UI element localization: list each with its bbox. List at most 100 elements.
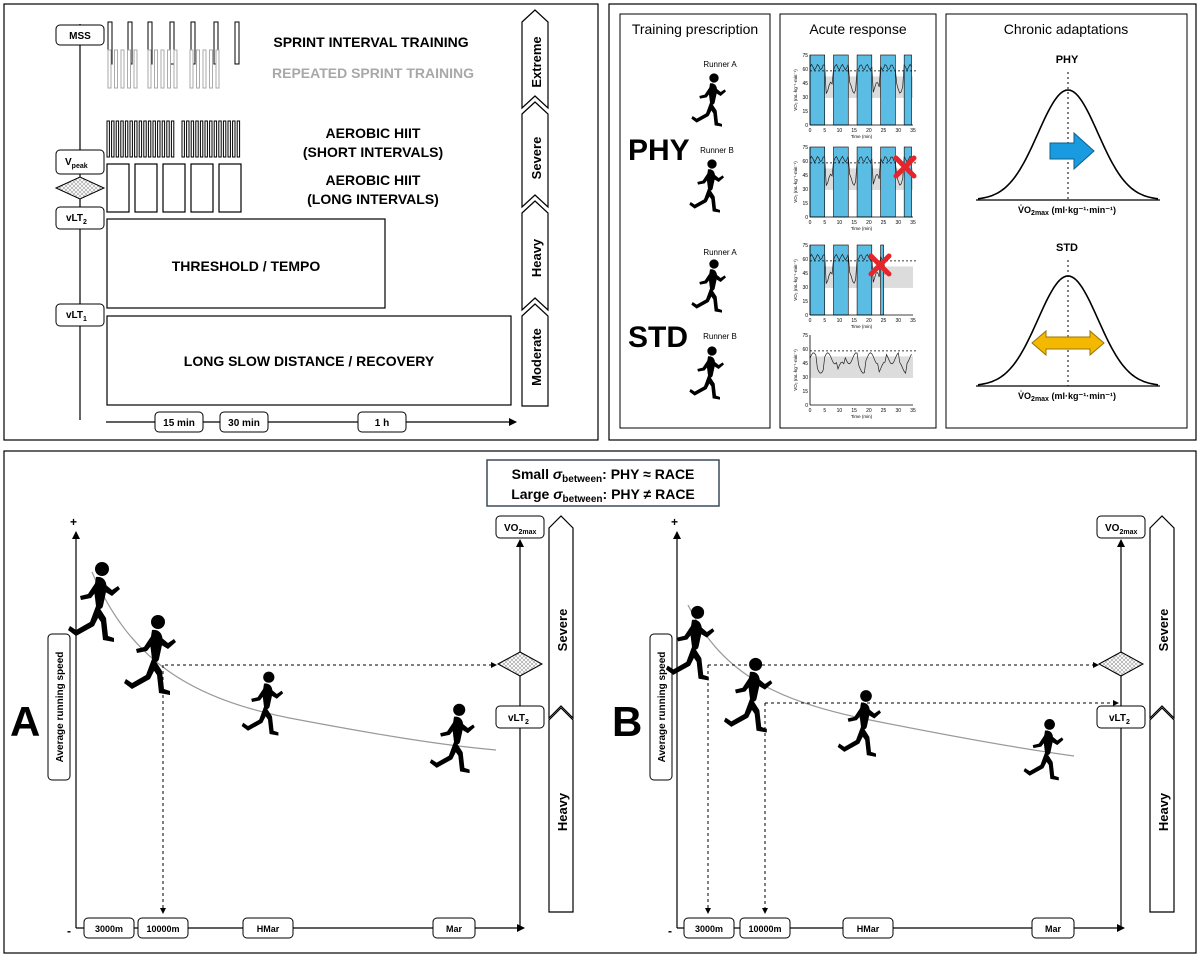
mini-x-tick: 20 <box>866 318 872 324</box>
spread-arrow-icon <box>1031 329 1105 357</box>
short-interval-bar <box>227 120 231 158</box>
svg-text:Severe: Severe <box>529 137 544 180</box>
short-interval-bar <box>186 120 190 158</box>
mini-y-tick: 30 <box>802 285 808 291</box>
svg-text:HMar: HMar <box>857 924 880 934</box>
std-distribution-title: STD <box>1056 242 1078 254</box>
prescription-panel-border <box>608 3 1197 441</box>
mini-y-tick: 75 <box>802 333 808 339</box>
long-interval-box <box>190 163 214 213</box>
mini-x-tick: 0 <box>809 220 812 226</box>
long-interval-box <box>162 163 186 213</box>
phy-group-label: PHY <box>628 134 690 167</box>
svg-text:VO2max: VO2max <box>504 523 536 536</box>
short-interval-bar <box>213 120 218 158</box>
hiit-short-label-2: (SHORT INTERVALS) <box>303 144 443 160</box>
runner-icon <box>124 615 176 695</box>
short-interval-bar <box>143 120 147 158</box>
runner-icon <box>691 259 726 313</box>
mini-y-tick: 45 <box>802 173 808 179</box>
svg-text:VO2max: VO2max <box>1105 523 1137 536</box>
mss-label: MSS <box>69 31 91 42</box>
prescription-title: Training prescription <box>632 21 758 37</box>
intensity-panel: MSS Vpeak vLT2 vLT1 SPRINT INTERVAL TRAI… <box>3 3 599 441</box>
vpeak-marker: Vpeak <box>55 149 105 175</box>
mini-y-tick: 60 <box>802 67 808 73</box>
race-panel: Small σbetween: PHY ≈ RACE Large σbetwee… <box>3 450 1197 954</box>
svg-text:10000m: 10000m <box>748 924 781 934</box>
short-interval-bar <box>106 120 110 158</box>
svg-text:vLT2: vLT2 <box>508 713 529 726</box>
mini-y-tick: 45 <box>802 361 808 367</box>
acute-title: Acute response <box>809 21 906 37</box>
svg-text:Moderate: Moderate <box>529 328 544 386</box>
long-interval-box <box>218 163 242 213</box>
mini-x-label: Time (min) <box>851 134 873 139</box>
svg-text:Heavy: Heavy <box>1156 792 1171 831</box>
mini-y-label: VO₂ (mL·kg⁻¹·min⁻¹) <box>793 349 798 391</box>
svg-text:10000m: 10000m <box>146 924 179 934</box>
mini-x-tick: 25 <box>881 408 887 414</box>
mini-y-tick: 0 <box>805 123 808 129</box>
diamond-marker-b <box>1097 651 1145 677</box>
mini-x-tick: 5 <box>823 408 826 414</box>
repeated-sprint-bar <box>202 49 207 89</box>
short-interval-bars <box>106 120 241 158</box>
mini-x-tick: 25 <box>881 318 887 324</box>
mini-y-tick: 0 <box>805 313 808 319</box>
distance-tick-3000m-a: 3000m <box>83 917 135 939</box>
chronic-column <box>945 13 1188 429</box>
repeated-sprint-bar <box>114 49 118 89</box>
mini-y-tick: 60 <box>802 257 808 263</box>
mini-x-tick: 30 <box>896 318 902 324</box>
phy-distribution: PHY V̇O2max (ml·kg⁻¹·min⁻¹) <box>976 54 1160 217</box>
mini-x-tick: 25 <box>881 128 887 134</box>
runner-icon <box>241 671 284 736</box>
mini-x-tick: 35 <box>910 128 916 134</box>
phy-runner-b-label: Runner B <box>700 146 734 155</box>
short-interval-bar <box>236 120 241 158</box>
sit-label: SPRINT INTERVAL TRAINING <box>273 34 468 50</box>
mini-y-tick: 15 <box>802 109 808 115</box>
panel-b-label: B <box>612 698 642 745</box>
phy-distribution-axis-label: V̇O2max (ml·kg⁻¹·min⁻¹) <box>1018 205 1116 217</box>
repeated-sprint-bar <box>167 49 171 89</box>
interval-bar <box>880 244 884 316</box>
mini-x-tick: 15 <box>851 408 857 414</box>
diamond-marker-a <box>496 651 544 677</box>
short-interval-bar <box>181 120 185 158</box>
mini-x-tick: 20 <box>866 408 872 414</box>
domain-severe-a: Severe <box>548 515 574 720</box>
recovery-area <box>810 356 913 378</box>
distance-tick-hmar-b: HMar <box>842 917 894 939</box>
long-interval-boxes <box>106 163 242 213</box>
vlt2-label: vLT2 <box>66 213 87 226</box>
runner-icon <box>429 703 475 774</box>
mini-x-tick: 0 <box>809 128 812 134</box>
speed-curve-a <box>91 571 497 751</box>
axis-minus-label: - <box>67 924 71 938</box>
short-interval-bar <box>147 120 152 158</box>
mini-x-tick: 10 <box>837 128 843 134</box>
sprint-bar <box>169 21 175 65</box>
mini-y-label: VO₂ (mL·kg⁻¹·min⁻¹) <box>793 259 798 301</box>
repeated-sprint-bar <box>209 49 213 89</box>
distance-tick-mar-a: Mar <box>432 917 476 939</box>
mini-y-tick: 75 <box>802 243 808 249</box>
chronic-title: Chronic adaptations <box>1004 21 1129 37</box>
mini-x-tick: 35 <box>910 408 916 414</box>
repeated-sprint-bar <box>154 49 158 89</box>
mini-x-tick: 15 <box>851 128 857 134</box>
sprint-bar <box>234 21 240 65</box>
domain-severe-b: Severe <box>1149 515 1175 720</box>
mini-y-tick: 15 <box>802 201 808 207</box>
vlt1-label: vLT1 <box>66 310 87 323</box>
domain-heavy-b: Heavy <box>1149 707 1175 913</box>
repeated-sprint-bar <box>173 49 178 89</box>
lsd-label: LONG SLOW DISTANCE / RECOVERY <box>184 353 435 369</box>
short-interval-bar <box>209 120 213 158</box>
